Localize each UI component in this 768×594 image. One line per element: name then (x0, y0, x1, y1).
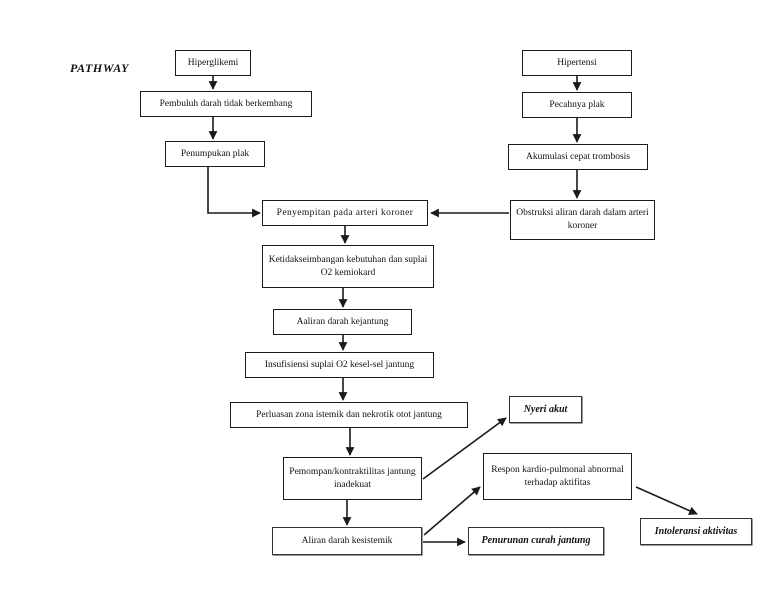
node-ketidakseimbangan-suplai-o2[interactable]: Ketidakseimbangan kebutuhan dan suplai O… (262, 245, 434, 288)
node-penyempitan-arteri-koroner[interactable]: Penyempitan pada arteri koroner (262, 200, 428, 226)
node-label: Intoleransi aktivitas (654, 525, 738, 537)
node-label: Penumpukan plak (180, 148, 250, 159)
node-pecahnya-plak[interactable]: Pecahnya plak (522, 92, 632, 118)
node-akumulasi-trombosis[interactable]: Akumulasi cepat trombosis (508, 144, 648, 170)
node-intoleransi-aktivitas[interactable]: Intoleransi aktivitas (640, 518, 752, 545)
page-title: PATHWAY (70, 61, 130, 75)
node-insufisiensi-suplai-o2[interactable]: Insufisiensi suplai O2 kesel-sel jantung (245, 352, 434, 378)
node-label: Penyempitan pada arteri koroner (276, 207, 414, 218)
node-label: Pembuluh darah tidak berkembang (159, 98, 293, 109)
node-nyeri-akut[interactable]: Nyeri akut (509, 396, 582, 423)
node-label: Obstruksi aliran darah dalam arteri koro… (516, 208, 649, 231)
node-label: Insufisiensi suplai O2 kesel-sel jantung (264, 359, 415, 370)
node-label: Respon kardio-pulmonal abnormal terhadap… (491, 464, 624, 488)
node-label: Perluasan zona istemik dan nekrotik otot… (256, 409, 442, 420)
node-label: Aliran darah kesistemik (301, 535, 393, 546)
node-penumpukan-plak[interactable]: Penumpukan plak (165, 141, 265, 167)
node-label: Pemompan/kontraktilitas jantung inadekua… (289, 466, 416, 490)
node-pembuluh-darah[interactable]: Pembuluh darah tidak berkembang (140, 91, 312, 117)
node-pemompan-kontraktilitas[interactable]: Pemompan/kontraktilitas jantung inadekua… (283, 457, 422, 500)
edge-penumpukan-penyempitan (207, 167, 261, 218)
edge-respon-intoleransi (635, 486, 698, 515)
node-hiperglikemi[interactable]: Hiperglikemi (175, 50, 251, 76)
node-label: Hiperglikemi (187, 57, 239, 68)
node-aaliran-darah-kejantung[interactable]: Aaliran darah kejantung (273, 309, 412, 335)
node-label: Penurunan curah jantung (481, 535, 591, 547)
node-obstruksi-aliran-darah[interactable]: Obstruksi aliran darah dalam arteri koro… (510, 200, 655, 240)
node-label: Nyeri akut (523, 403, 568, 415)
node-label: Pecahnya plak (549, 99, 605, 110)
node-hipertensi[interactable]: Hipertensi (522, 50, 632, 76)
node-penurunan-curah-jantung[interactable]: Penurunan curah jantung (468, 527, 604, 555)
node-label: Akumulasi cepat trombosis (526, 151, 630, 162)
node-label: Hipertensi (557, 57, 597, 68)
node-perluasan-zona-istemik[interactable]: Perluasan zona istemik dan nekrotik otot… (230, 402, 468, 428)
node-aliran-darah-kesistemik[interactable]: Aliran darah kesistemik (272, 527, 422, 555)
node-respon-kardio-pulmonal[interactable]: Respon kardio-pulmonal abnormal terhadap… (483, 453, 632, 500)
node-label: Ketidakseimbangan kebutuhan dan suplai O… (268, 254, 428, 278)
node-label: Aaliran darah kejantung (296, 316, 389, 327)
